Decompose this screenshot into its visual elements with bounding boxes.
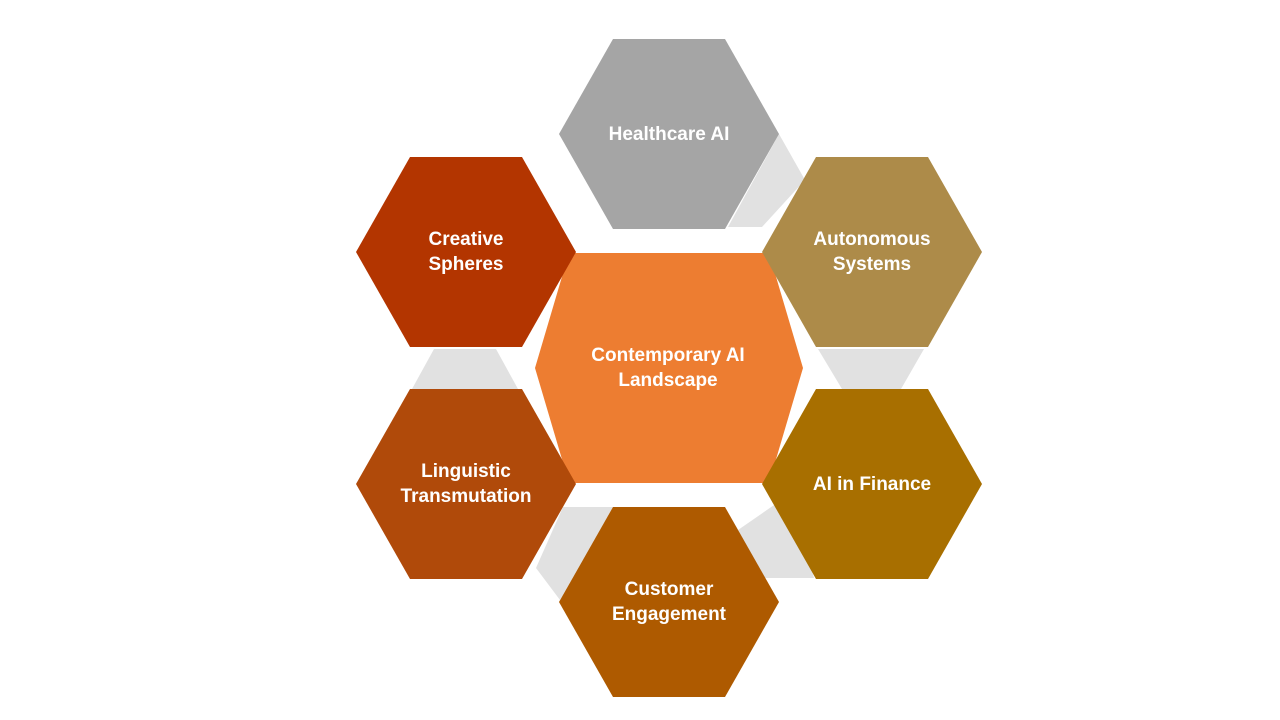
hex-linguistic-transmutation: Linguistic Transmutation xyxy=(356,389,576,579)
hex-customer-engagement-line-2: Engagement xyxy=(612,604,727,625)
hex-ai-in-finance-label: AI in Finance xyxy=(813,474,931,495)
hex-center-line-2: Landscape xyxy=(618,370,717,391)
hex-linguistic-transmutation-line-1: Linguistic xyxy=(421,461,511,482)
hex-healthcare-ai-label: Healthcare AI xyxy=(609,124,730,145)
hex-customer-engagement: Customer Engagement xyxy=(559,507,779,697)
hex-center: Contemporary AI Landscape xyxy=(535,253,803,483)
hex-healthcare-ai: Healthcare AI xyxy=(559,39,779,229)
hex-linguistic-transmutation-line-2: Transmutation xyxy=(401,486,532,507)
hex-autonomous-systems: Autonomous Systems xyxy=(762,157,982,347)
hex-ai-in-finance: AI in Finance xyxy=(762,389,982,579)
hex-linguistic-transmutation-shape xyxy=(356,389,576,579)
hex-creative-spheres-line-2: Spheres xyxy=(429,254,504,275)
connector-customer-linguistic xyxy=(536,507,613,600)
connector-linguistic-creative xyxy=(412,349,518,389)
hex-healthcare-ai-shape xyxy=(559,39,779,229)
hex-autonomous-systems-line-2: Systems xyxy=(833,254,911,275)
connector-healthcare-autonomous xyxy=(728,134,805,227)
hex-creative-spheres-line-1: Creative xyxy=(429,229,504,250)
hex-customer-engagement-shape xyxy=(559,507,779,697)
hex-center-line-1: Contemporary AI xyxy=(591,345,744,366)
hex-autonomous-systems-line-1: Autonomous xyxy=(813,229,930,250)
hex-ai-in-finance-shape xyxy=(762,389,982,579)
hex-center-shape xyxy=(535,253,803,483)
hex-customer-engagement-line-1: Customer xyxy=(625,579,714,600)
hex-autonomous-systems-shape xyxy=(762,157,982,347)
connector-autonomous-finance xyxy=(818,349,924,389)
hex-creative-spheres-shape xyxy=(356,157,576,347)
hex-creative-spheres: Creative Spheres xyxy=(356,157,576,347)
